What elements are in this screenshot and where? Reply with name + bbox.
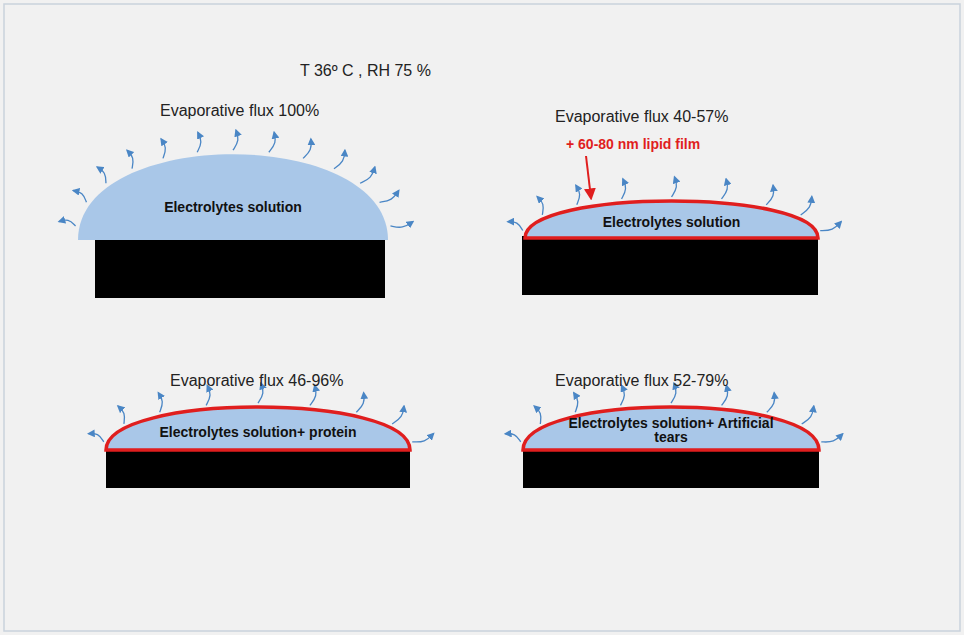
droplet-text: Electrolytes solution xyxy=(109,200,357,215)
flux-heading: Evaporative flux 40-57% xyxy=(555,108,728,126)
evaporation-arrow xyxy=(269,132,275,152)
evaporation-arrow xyxy=(233,130,238,150)
evaporation-arrow xyxy=(672,177,677,197)
evaporation-arrow xyxy=(537,197,543,215)
title: T 36º C , RH 75 % xyxy=(300,62,431,80)
evaporation-arrow xyxy=(574,393,578,413)
flux-heading: Evaporative flux 46-96% xyxy=(170,372,343,390)
evaporation-arrow xyxy=(392,406,404,424)
substrate xyxy=(95,240,385,298)
evaporation-arrow xyxy=(802,406,814,424)
evaporation-arrow xyxy=(360,167,375,183)
substrate xyxy=(523,448,819,488)
evaporation-arrow xyxy=(390,222,413,228)
evaporation-arrow xyxy=(766,185,773,205)
evaporation-arrow xyxy=(118,406,125,424)
evaporation-arrow xyxy=(59,220,76,226)
evaporation-arrow xyxy=(380,191,399,203)
substrate xyxy=(522,236,818,295)
evaporation-arrow xyxy=(73,191,86,203)
evaporation-arrow xyxy=(88,434,103,442)
evaporation-arrow xyxy=(127,150,133,168)
flux-heading: Evaporative flux 100% xyxy=(160,102,319,120)
evaporation-arrow xyxy=(576,185,580,205)
film-label: + 60-80 nm lipid film xyxy=(566,136,700,152)
droplet-text: Electrolytes solution xyxy=(554,215,788,230)
frame xyxy=(4,4,960,631)
evaporation-arrow xyxy=(801,197,812,215)
droplet: Evaporative flux 100%Electrolytes soluti… xyxy=(78,152,388,240)
evaporation-arrow xyxy=(622,179,626,199)
evaporation-arrow xyxy=(767,393,775,413)
evaporation-arrow xyxy=(508,222,523,231)
evaporation-arrow xyxy=(820,222,841,231)
evaporation-arrow xyxy=(534,406,541,424)
evaporation-arrow xyxy=(821,434,842,442)
droplet-text: Electrolytes solution+ Artificial tears xyxy=(553,416,790,445)
droplet-shape xyxy=(78,152,388,240)
droplet-text: Electrolytes solution+ protein xyxy=(136,425,379,440)
evaporation-arrow xyxy=(197,132,201,152)
substrate xyxy=(106,448,410,488)
evaporation-arrow xyxy=(505,434,520,442)
evaporation-arrow xyxy=(412,434,433,442)
droplet: Evaporative flux 46-96%Electrolytes solu… xyxy=(106,406,410,450)
evaporation-arrow xyxy=(356,393,364,413)
leader-line xyxy=(586,156,591,198)
evaporation-arrow xyxy=(721,179,727,199)
evaporation-arrow xyxy=(161,139,165,158)
evaporation-arrow xyxy=(334,150,345,168)
evaporation-arrow xyxy=(158,393,162,413)
evaporation-arrow xyxy=(303,139,311,158)
droplet: Evaporative flux 52-79%Electrolytes solu… xyxy=(523,406,819,450)
flux-heading: Evaporative flux 52-79% xyxy=(555,372,728,390)
evaporation-arrow xyxy=(97,167,106,183)
droplet: Evaporative flux 40-57%Electrolytes solu… xyxy=(525,200,818,238)
